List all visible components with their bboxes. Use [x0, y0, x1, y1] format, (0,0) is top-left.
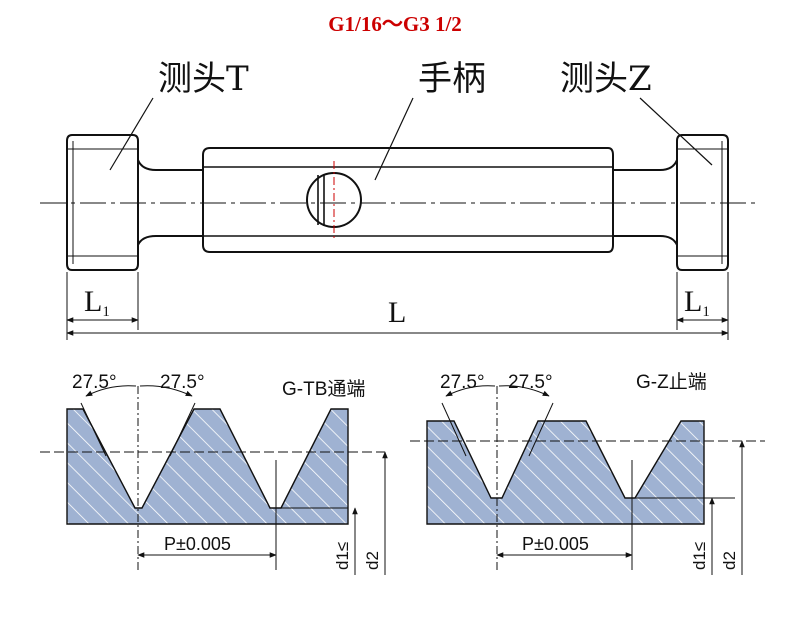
profile-left: 27.5° 27.5° G-TB通端 P±0.005 d1≤ d2: [40, 372, 388, 575]
angle-right-b: 27.5°: [508, 372, 553, 393]
dim-l1-left: L1: [84, 285, 110, 320]
d2-right: d2: [720, 551, 739, 570]
pitch-right: P±0.005: [522, 534, 589, 554]
gauge-body: [40, 134, 755, 271]
d1-right: d1≤: [690, 542, 709, 570]
d1-left: d1≤: [333, 542, 352, 570]
thread-profile-right: [426, 420, 705, 525]
angle-left-b: 27.5°: [160, 372, 205, 393]
dim-l1-right: L1: [684, 285, 710, 320]
neck-left: [137, 159, 203, 246]
pitch-left: P±0.005: [164, 534, 231, 554]
handle-label: 手柄: [418, 59, 486, 99]
leader-lines: [109, 97, 713, 181]
probe-t-label: 测头T: [158, 59, 249, 99]
angle-left-a: 27.5°: [72, 372, 117, 393]
dim-l: L: [388, 296, 406, 329]
thread-profile-left: [66, 408, 349, 525]
profile-right-name: G-Z止端: [636, 371, 707, 393]
dimension-lines: [66, 272, 729, 340]
profile-left-name: G-TB通端: [282, 378, 365, 400]
angle-right-a: 27.5°: [440, 372, 485, 393]
handle: [202, 147, 614, 253]
diagram-title: G1/16～G3 1/2: [328, 12, 462, 36]
probe-z-label: 测头Z: [560, 59, 652, 99]
profile-right: 27.5° 27.5° G-Z止端 P±0.005 d1≤ d2: [410, 371, 765, 575]
d2-left: d2: [363, 551, 382, 570]
